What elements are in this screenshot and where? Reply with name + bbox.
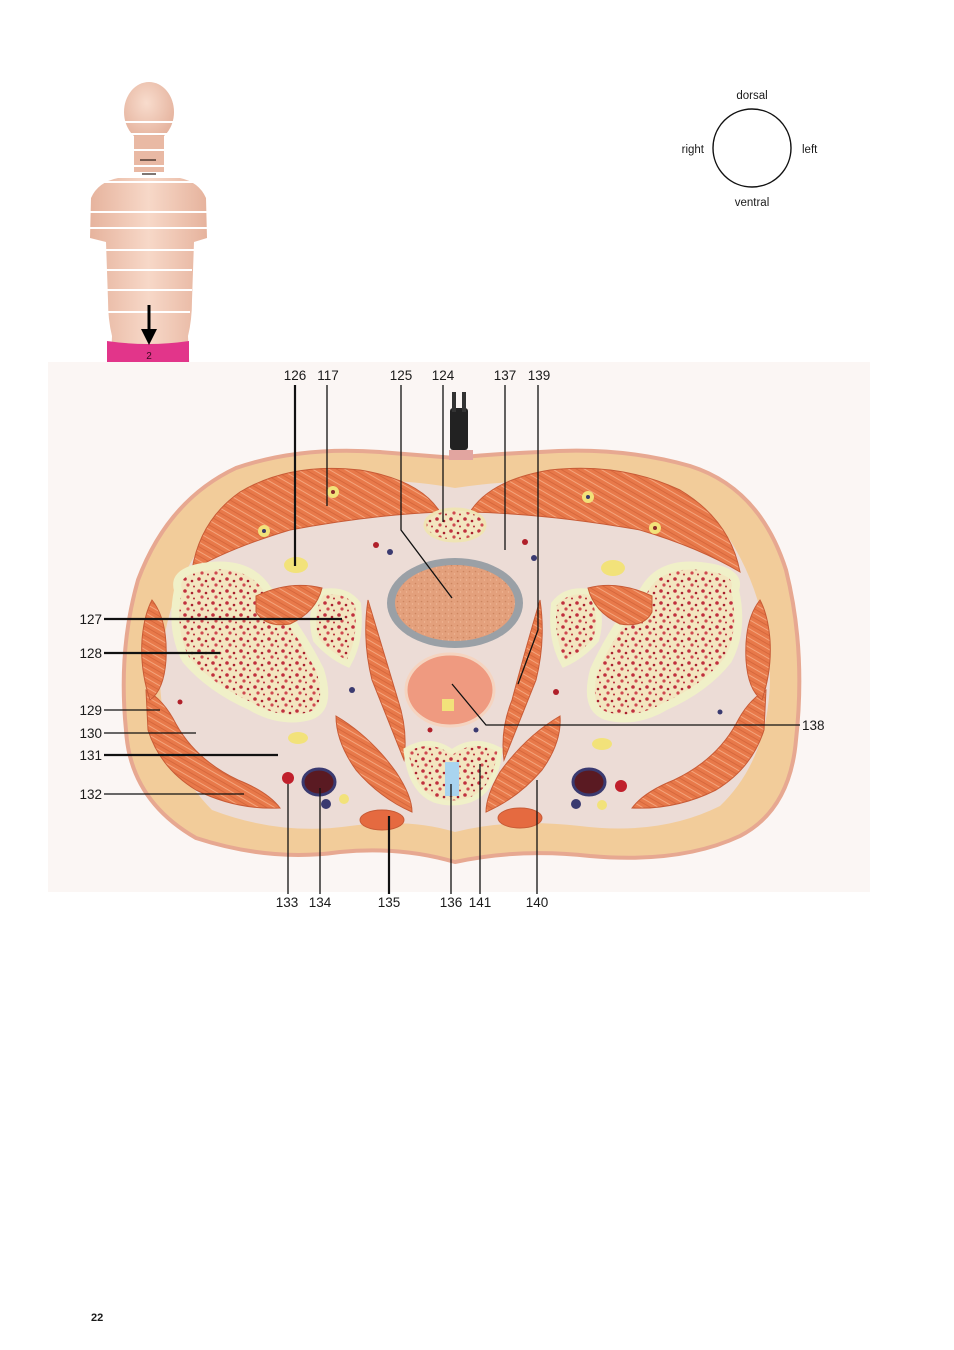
figure-slice-number: 2 [146, 351, 152, 362]
orientation-right: right [682, 144, 705, 156]
label-135: 135 [378, 895, 401, 910]
label-124: 124 [432, 368, 455, 383]
orientation-compass: dorsal ventral right left [682, 90, 819, 209]
label-138: 138 [802, 718, 825, 733]
figure-head [124, 82, 174, 142]
label-126: 126 [284, 368, 307, 383]
label-117: 117 [317, 368, 339, 383]
spinal-cord [395, 565, 515, 641]
orientation-dorsal: dorsal [736, 90, 767, 102]
vessels-dorsal [258, 486, 661, 537]
sacrum-left [550, 588, 602, 668]
lateral-muscle-right [145, 689, 281, 809]
rectus-right [335, 715, 413, 813]
label-140: 140 [526, 895, 549, 910]
label-131: 131 [79, 748, 102, 763]
catheter-device [449, 392, 473, 460]
ilium-left [587, 561, 743, 723]
orientation-circle [712, 108, 792, 188]
label-132: 132 [79, 787, 102, 802]
arrow-down-icon [141, 329, 157, 345]
sacral-canal [445, 762, 459, 796]
orientation-left: left [802, 144, 818, 156]
sacrum-right [310, 588, 362, 668]
rectus-left [485, 715, 561, 813]
label-129: 129 [79, 703, 102, 718]
label-137: 137 [494, 368, 517, 383]
label-128: 128 [79, 646, 102, 661]
label-139: 139 [528, 368, 551, 383]
label-127: 127 [79, 612, 102, 627]
label-141: 141 [469, 895, 492, 910]
label-numbers: 126 117 125 124 137 139 127 128 129 130 … [79, 368, 824, 910]
outer-muscle-right [141, 599, 167, 701]
leader-lines [104, 385, 800, 894]
iliacus-left [587, 584, 653, 626]
label-134: 134 [309, 895, 332, 910]
label-125: 125 [390, 368, 413, 383]
psoas-right [365, 599, 406, 762]
small-vessels [177, 539, 723, 733]
outer-muscle-left [745, 599, 771, 701]
psoas-left [502, 599, 543, 762]
iliacus-right [255, 584, 323, 626]
orientation-ventral: ventral [735, 197, 770, 209]
muscle-dorsal-right [191, 467, 441, 571]
ilium-right [171, 561, 329, 723]
spermatic-cord-right [359, 809, 405, 831]
vertebral-body [404, 652, 496, 728]
label-130: 130 [79, 726, 102, 741]
label-136: 136 [440, 895, 463, 910]
torso-figure: 2 [88, 82, 208, 380]
vertebral-arch [423, 507, 487, 543]
lateral-muscle-left [631, 689, 767, 809]
spermatic-cord-left [497, 807, 543, 829]
cross-section [48, 362, 870, 892]
page-number: 22 [91, 1312, 104, 1324]
label-133: 133 [276, 895, 299, 910]
